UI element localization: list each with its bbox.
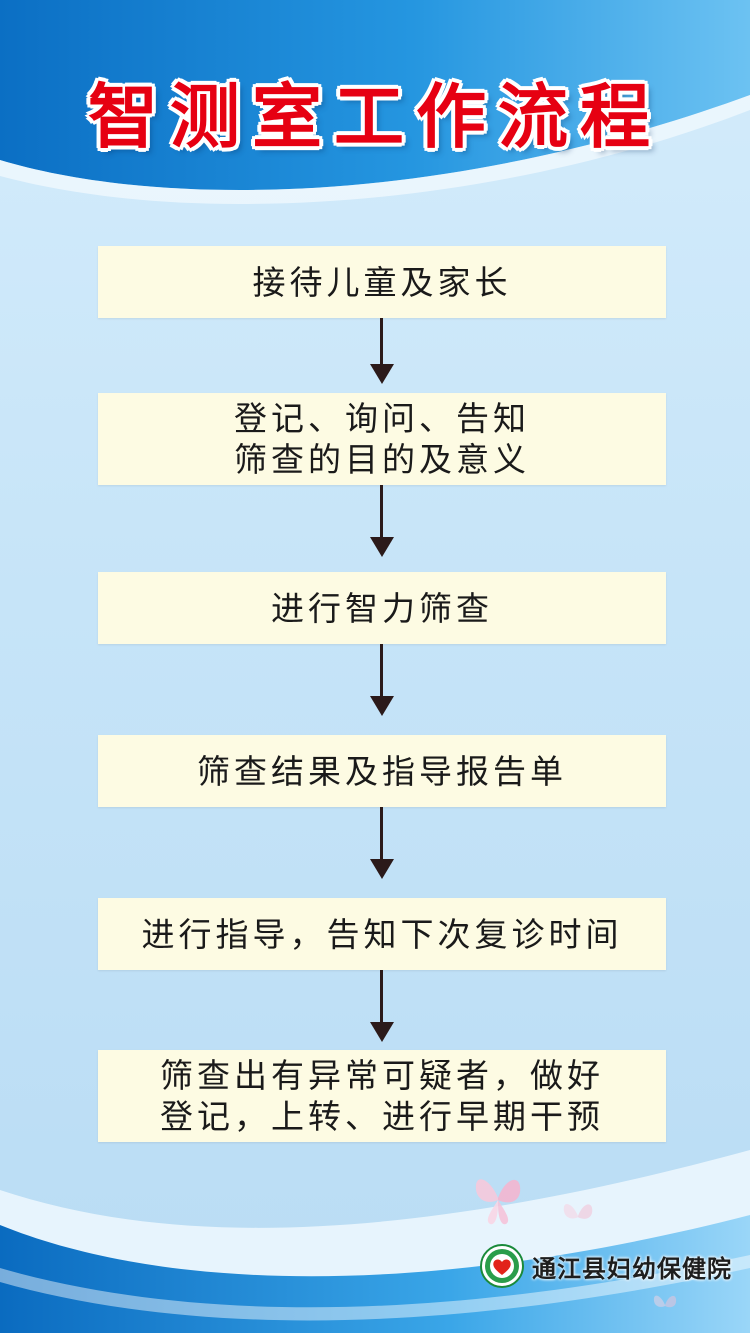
organization-name: 通江县妇幼保健院 [532,1254,732,1283]
step-text-line: 筛查结果及指导报告单 [197,751,567,791]
flow-arrow [370,644,394,716]
flow-step-2: 登记、询问、告知 筛查的目的及意义 [98,393,666,485]
flow-arrow [370,318,394,384]
top-wave-band [0,0,750,190]
step-text-line: 接待儿童及家长 [252,262,512,302]
hospital-heart-emblem-icon [480,1244,524,1288]
page-title: 智测室工作流程 [88,76,662,158]
butterfly-icon [475,1179,521,1225]
flow-arrow [370,970,394,1042]
flow-step-3: 进行智力筛查 [98,572,666,644]
flow-step-4: 筛查结果及指导报告单 [98,735,666,807]
step-text-line: 登记，上转、进行早期干预 [160,1097,604,1136]
flow-arrow [370,807,394,879]
step-text-line: 登记、询问、告知 [234,399,530,438]
bottom-wave-highlight [0,1255,750,1321]
flow-step-5: 进行指导，告知下次复诊时间 [98,898,666,970]
step-text-line: 筛查出有异常可疑者，做好 [160,1056,604,1095]
bottom-wave-band [0,1215,750,1333]
butterfly-icon [563,1203,593,1219]
butterfly-icon [653,1295,677,1308]
step-text-line: 进行智力筛查 [271,588,493,628]
organization-footer: 通江县妇幼保健院 [480,1243,742,1289]
flow-step-1: 接待儿童及家长 [98,246,666,318]
flow-arrow [370,485,394,557]
step-text-line: 筛查的目的及意义 [234,440,530,479]
flow-step-6: 筛查出有异常可疑者，做好 登记，上转、进行早期干预 [98,1050,666,1142]
top-wave-highlight [0,95,750,204]
step-text-line: 进行指导，告知下次复诊时间 [141,914,623,954]
